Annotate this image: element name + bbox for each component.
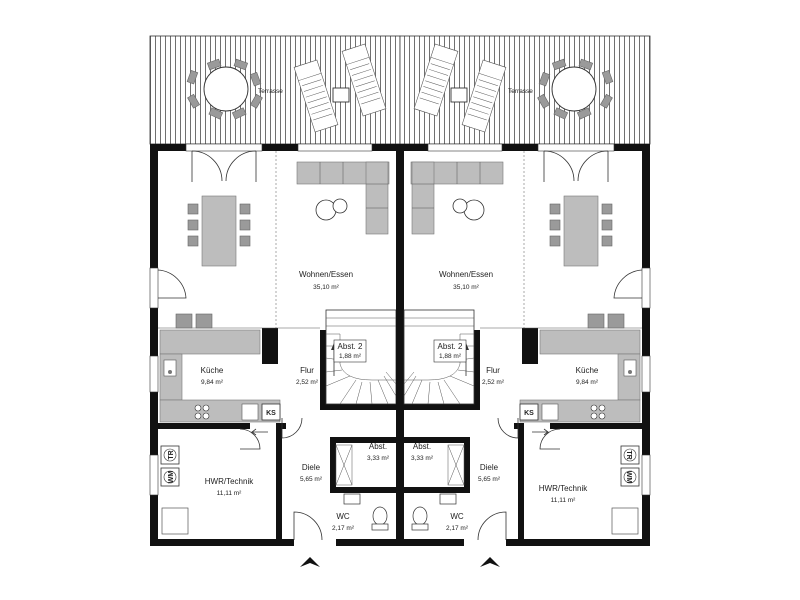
fridge-label: KS [266, 410, 276, 417]
terrace-label: Terrasse [508, 88, 533, 95]
room-name-flur: Flur [486, 366, 500, 375]
room-name-wc: WC [450, 512, 464, 521]
room-name-hwr: HWR/Technik [205, 477, 254, 486]
entrance-arrow-left [300, 557, 320, 567]
room-area-wohnen: 35,10 m² [313, 284, 339, 291]
room-area-wohnen: 35,10 m² [453, 284, 479, 291]
room-area-abst2: 1,88 m² [339, 353, 362, 360]
room-area-flur: 2,52 m² [296, 379, 319, 386]
labels-left: Terrasse Wohnen/Essen 35,10 m² Küche 9,8… [168, 88, 390, 532]
unit-right [395, 35, 651, 567]
room-area-abst: 3,33 m² [411, 455, 434, 462]
room-name-hwr: HWR/Technik [539, 484, 588, 493]
dryer-label: TR [625, 450, 632, 459]
room-area-hwr: 11,11 m² [551, 497, 577, 504]
room-name-wc: WC [336, 512, 350, 521]
room-area-flur: 2,52 m² [482, 379, 505, 386]
labels-right: Terrasse Wohnen/Essen 35,10 m² Küche 9,8… [411, 88, 632, 532]
room-area-kueche: 9,84 m² [576, 379, 599, 386]
room-name-abst: Abst. [413, 442, 431, 451]
dryer-label: TR [168, 450, 175, 459]
room-name-abst: Abst. [369, 442, 387, 451]
room-name-diele: Diele [302, 463, 321, 472]
washer-label: WM [168, 471, 175, 484]
room-name-abst2: Abst. 2 [438, 342, 463, 351]
room-area-wc: 2,17 m² [332, 525, 355, 532]
room-area-abst: 3,33 m² [367, 455, 390, 462]
room-area-wc: 2,17 m² [446, 525, 469, 532]
entrance-arrow-right [480, 557, 500, 567]
room-name-flur: Flur [300, 366, 314, 375]
room-area-hwr: 11,11 m² [217, 490, 243, 497]
room-area-diele: 5,65 m² [300, 476, 323, 483]
room-name-wohnen: Wohnen/Essen [439, 270, 493, 279]
room-name-kueche: Küche [576, 366, 599, 375]
room-name-abst2: Abst. 2 [338, 342, 363, 351]
terrace-label: Terrasse [258, 88, 283, 95]
room-name-kueche: Küche [201, 366, 224, 375]
unit-left [149, 35, 405, 567]
room-area-kueche: 9,84 m² [201, 379, 224, 386]
room-area-abst2: 1,88 m² [439, 353, 462, 360]
room-name-wohnen: Wohnen/Essen [299, 270, 353, 279]
fridge-label: KS [524, 410, 534, 417]
room-area-diele: 5,65 m² [478, 476, 501, 483]
washer-label: WM [625, 471, 632, 484]
room-name-diele: Diele [480, 463, 499, 472]
